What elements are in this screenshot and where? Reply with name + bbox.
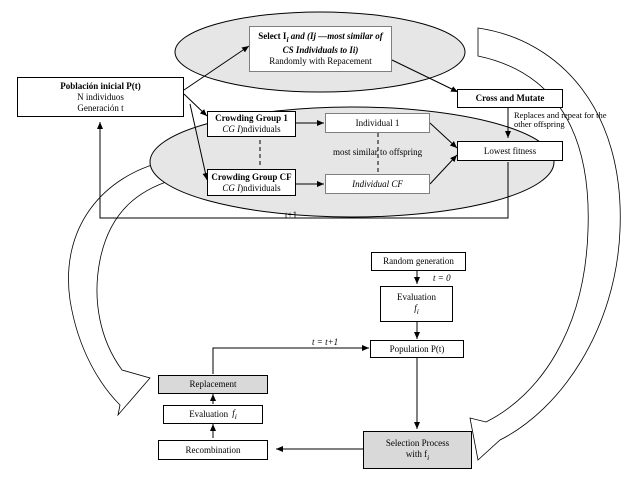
individual-1-label: Individual 1 [355, 117, 400, 128]
crowding-group-cf-box: Crowding Group CF CG I)ndividuals [207, 169, 296, 196]
crowding-group-cf-suffix: )ndividuals [240, 182, 281, 193]
crowding-group-cf-title: Crowding Group CF [211, 171, 292, 182]
individual-cf-box: Individual CF [325, 174, 430, 194]
poblacion-box: Población inicial P(t) N individuos Gene… [17, 77, 184, 117]
select-line1b: and (Ij —most similar of [288, 31, 383, 42]
selection-process-label: Selection Process [385, 437, 450, 448]
curved-arrow-left [68, 159, 173, 417]
evaluation-box: Evaluation fi [380, 286, 453, 322]
evaluation-2-f: f [232, 407, 235, 418]
t-plus-1-label: t+1 [285, 210, 298, 220]
select-line2: CS Individuals to Ii) [282, 44, 359, 55]
evaluation-f-sub: i [416, 306, 419, 316]
poblacion-generacion: Generación t [77, 102, 124, 113]
evaluation-2-f-sub: i [234, 411, 237, 421]
evaluation-label: Evaluation [397, 291, 436, 302]
individual-cf-label: Individual CF [352, 178, 403, 189]
crowding-group-1-suffix: )ndividuals [240, 124, 281, 134]
crowding-group-1-box: Crowding Group 1 CG I)ndividuals [207, 111, 296, 137]
crowding-group-1-title: Crowding Group 1 [215, 113, 288, 123]
selection-process-box: Selection Process with fi [363, 431, 472, 469]
recombination-box: Recombination [158, 440, 268, 460]
selection-f-sub: i [427, 452, 430, 462]
t-zero-label: t = 0 [433, 273, 451, 283]
evaluation-2-label: Evaluation [189, 409, 229, 419]
replacement-box: Replacement [158, 375, 268, 394]
t-increment-label: t = t+1 [312, 337, 339, 347]
curved-arrow-right [469, 27, 621, 461]
cross-mutate-box: Cross and Mutate [457, 89, 563, 108]
lowest-fitness-box: Lowest fitness [457, 141, 563, 161]
select-sub: i [286, 34, 289, 44]
select-line3: Randomly with Repacement [269, 55, 372, 66]
individual-1-box: Individual 1 [325, 113, 430, 133]
selection-with-label: with f [405, 448, 428, 459]
poblacion-title: Población inicial P(t) [60, 80, 141, 91]
evaluation-f: f [414, 302, 417, 313]
recombination-label: Recombination [185, 444, 241, 455]
poblacion-individuos: N individuos [77, 91, 124, 102]
population-label: Population P(t) [389, 343, 445, 354]
crowding-group-1-cg: CG I [222, 124, 241, 134]
select-line1: Select I [258, 31, 287, 42]
cross-mutate-label: Cross and Mutate [475, 93, 545, 103]
random-generation-label: Random generation [383, 256, 454, 266]
most-similar-label: most similar to offspring [333, 147, 423, 157]
select-box: Select Ii and (Ij —most similar of CS In… [249, 26, 392, 72]
evaluation-2-box: Evaluation fi [163, 405, 263, 424]
lowest-fitness-label: Lowest fitness [483, 145, 537, 156]
random-generation-box: Random generation [371, 252, 466, 271]
replacement-label: Replacement [189, 379, 237, 389]
population-box: Population P(t) [370, 340, 464, 358]
crowding-group-cf-cg: CG I [222, 182, 241, 193]
replaces-note: Replaces and repeat for the other offspr… [514, 110, 607, 129]
